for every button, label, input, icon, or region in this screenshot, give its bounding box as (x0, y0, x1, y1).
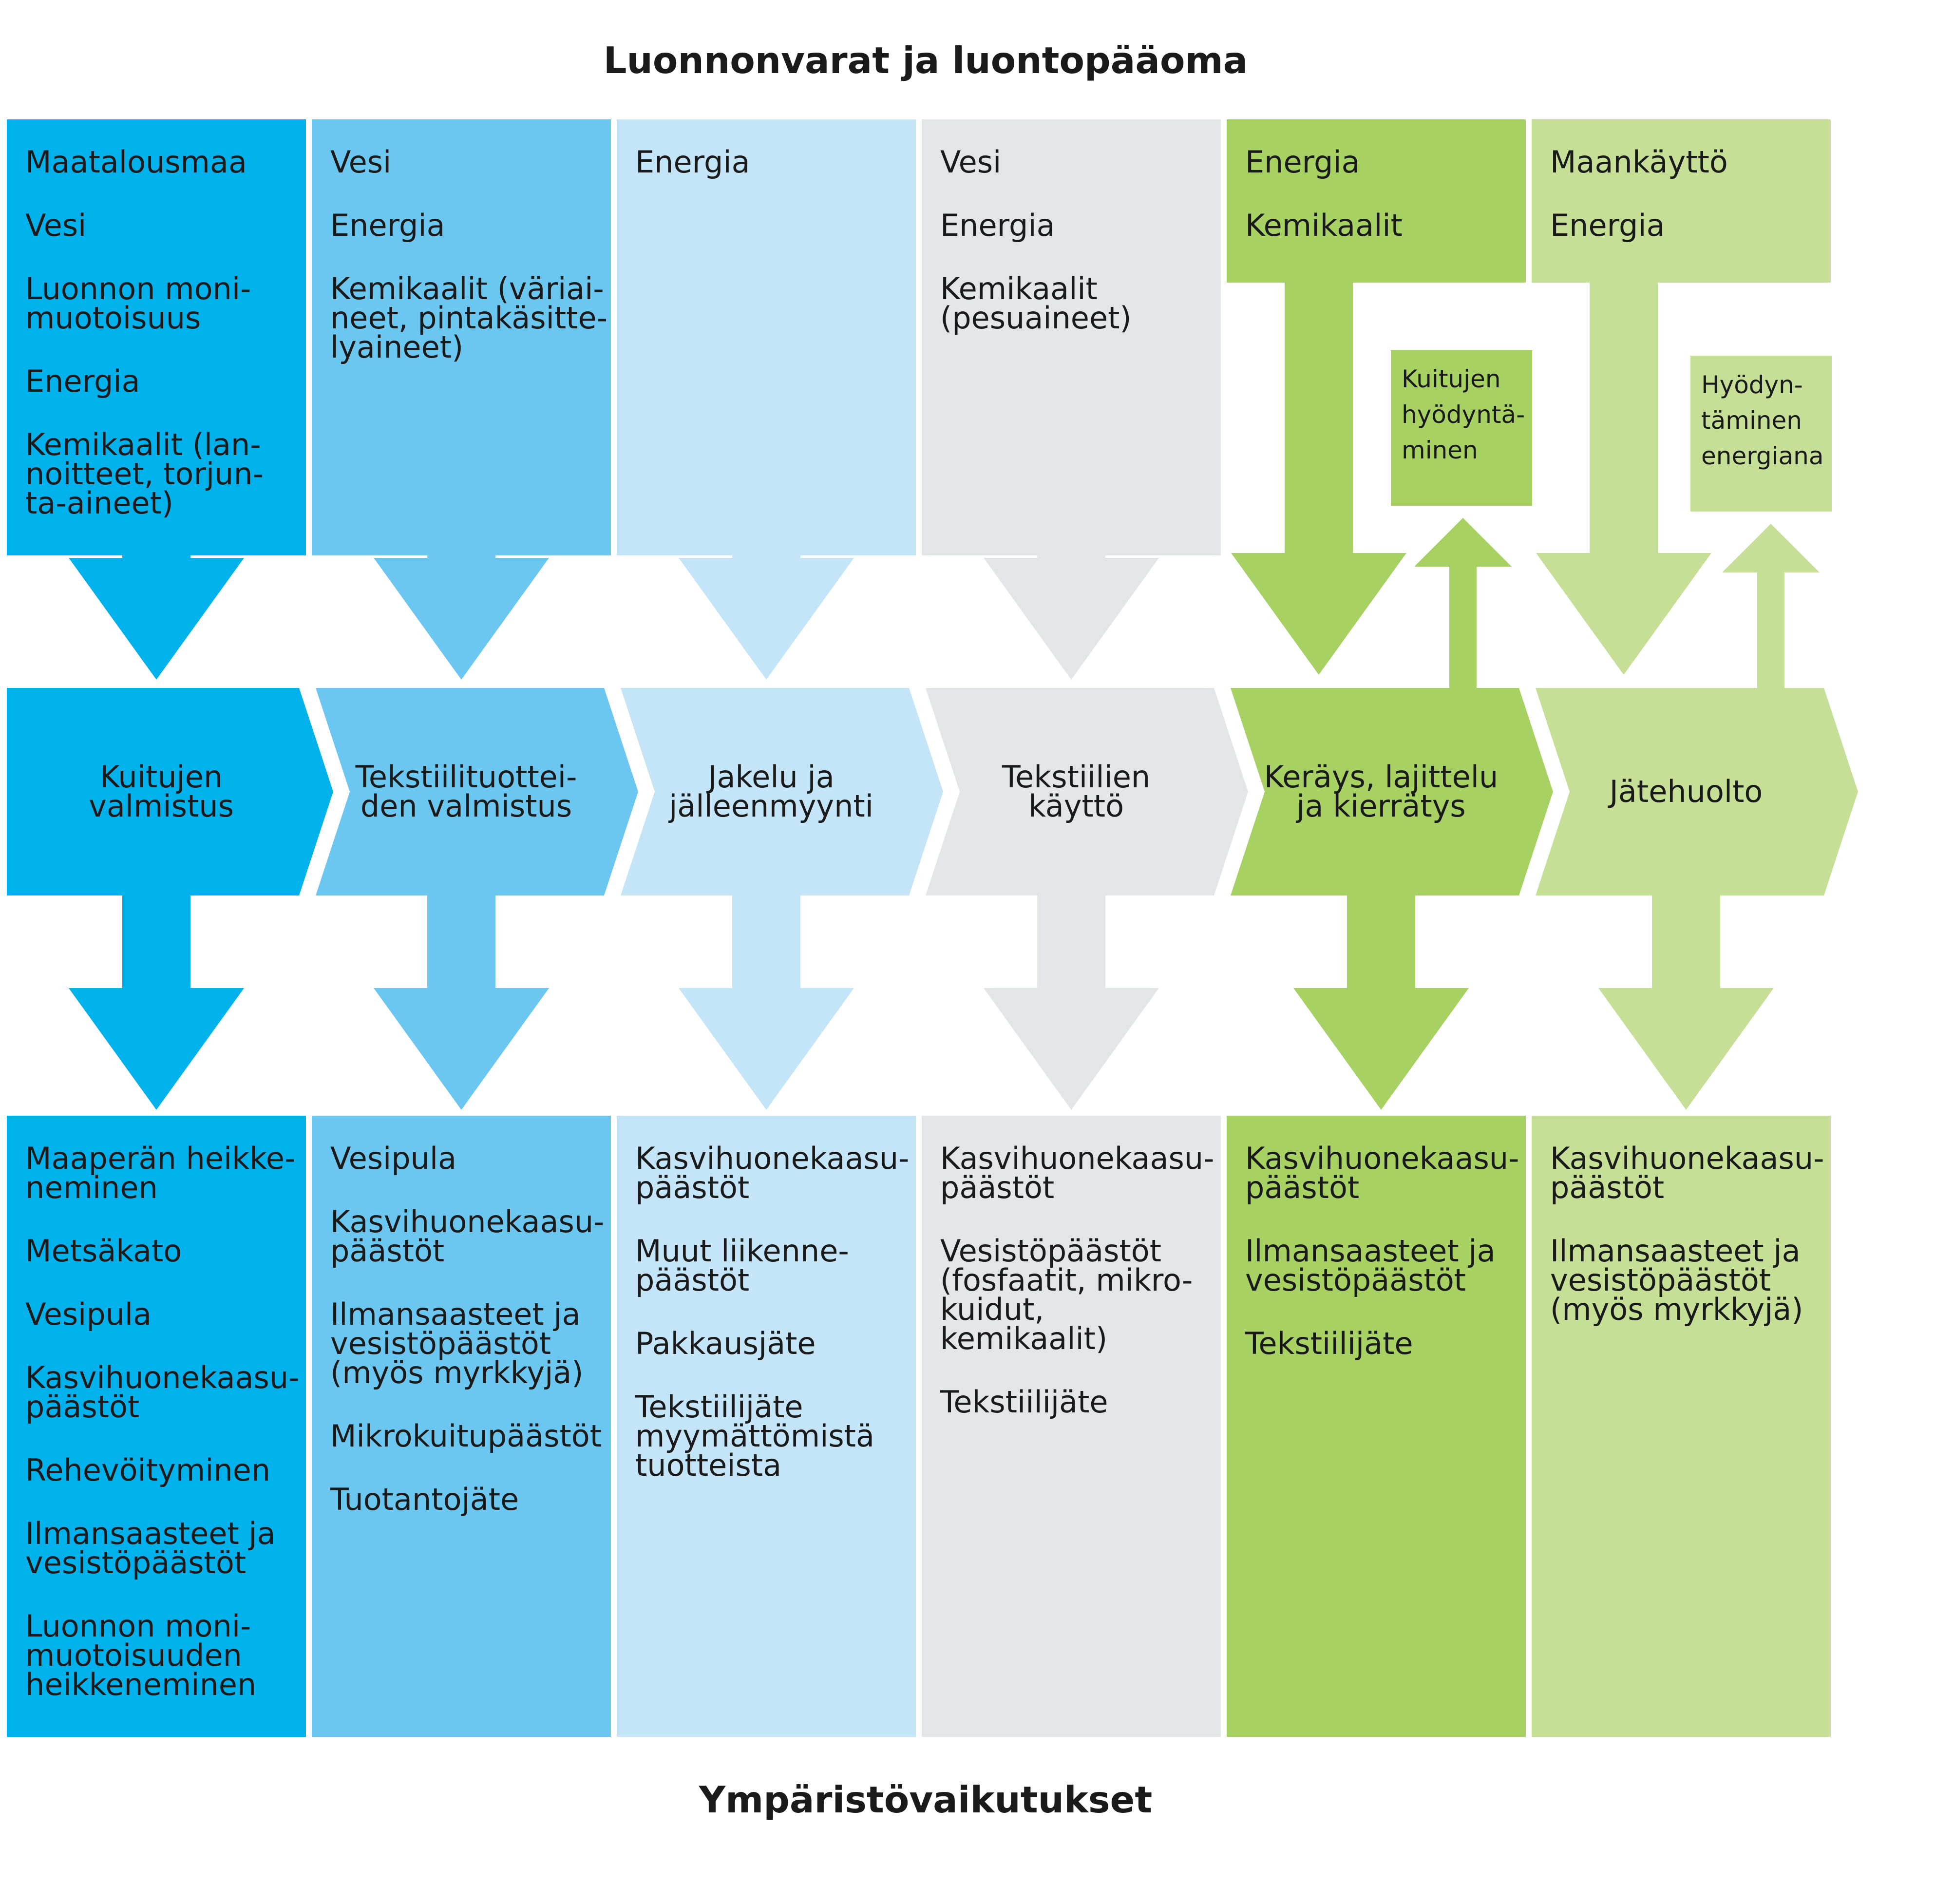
stage-chevron (1231, 688, 1553, 895)
impact-item: Ilmansaasteet ja vesistöpäästöt (25, 1516, 276, 1580)
input-arrow (1231, 280, 1406, 675)
impact-item: Tekstiilijäte (1245, 1326, 1413, 1361)
input-box (922, 119, 1221, 555)
input-arrow (984, 553, 1159, 680)
impact-item: Metsäkato (25, 1233, 182, 1269)
input-item: Vesi (330, 144, 392, 180)
impact-box (1227, 1116, 1526, 1737)
impact-arrow (1598, 893, 1774, 1110)
input-item: Maankäyttö (1550, 144, 1728, 180)
stage-label: Jakelu ja jälleenmyynti (669, 759, 873, 824)
input-item: Kemikaalit (lan- noitteet, torjun- ta-ai… (25, 427, 264, 521)
impact-item: Ilmansaasteet ja vesistöpäästöt (myös my… (1550, 1233, 1803, 1327)
impact-item: Tekstiilijäte (940, 1384, 1108, 1420)
recovery-box (1391, 350, 1532, 506)
input-item: Energia (1550, 208, 1665, 243)
impact-item: Kasvihuonekaasu- päästöt (940, 1141, 1214, 1205)
input-item: Vesi (940, 144, 1002, 180)
stage-label: Keräys, lajittelu ja kierrätys (1264, 759, 1499, 824)
input-item: Kemikaalit (pesuaineet) (940, 271, 1132, 336)
input-item: Energia (940, 208, 1055, 243)
recovery-arrow (1722, 524, 1820, 694)
stage-chevron (621, 688, 943, 895)
impact-item: Ilmansaasteet ja vesistöpäästöt (myös my… (330, 1296, 584, 1390)
stage-label: Tekstiilituottei- den valmistus (355, 759, 577, 824)
input-item: Luonnon moni- muotoisuus (25, 271, 251, 336)
stage-chevron (1536, 688, 1858, 895)
impact-arrow (679, 893, 854, 1110)
impact-item: Vesipula (330, 1141, 457, 1176)
input-arrow (374, 553, 549, 680)
input-box (1532, 119, 1831, 283)
recovery-label: Hyödyn- täminen energiana (1701, 371, 1824, 470)
impact-arrow (69, 893, 244, 1110)
bottom-title: Ympäristövaikutukset (699, 1778, 1153, 1821)
stage-label: Jätehuolto (1609, 774, 1763, 809)
recovery-box-label: Hyödyn- täminen energiana (1690, 356, 1832, 512)
recovery-box-label: Kuitujen hyödyntä- minen (1391, 350, 1532, 506)
impact-item: Ilmansaasteet ja vesistöpäästöt (1245, 1233, 1496, 1298)
impact-box (312, 1116, 611, 1737)
input-item: Energia (330, 208, 445, 243)
impact-item: Kasvihuonekaasu- päästöt (25, 1360, 300, 1425)
impact-item: Kasvihuonekaasu- päästöt (635, 1141, 910, 1205)
input-item: Energia (1245, 144, 1360, 180)
impact-item: Luonnon moni- muotoisuuden heikkeneminen (25, 1608, 257, 1702)
recovery-arrow (1414, 518, 1512, 694)
recovery-box (1690, 356, 1832, 512)
impact-box (922, 1116, 1221, 1737)
impact-item: Vesistöpäästöt (fosfaatit, mikro- kuidut… (940, 1233, 1193, 1356)
input-list: Energia (617, 110, 916, 211)
impact-item: Kasvihuonekaasu- päästöt (1245, 1141, 1519, 1205)
input-item: Kemikaalit (väriai- neet, pintakäsitte- … (330, 271, 607, 365)
recovery-label: Kuitujen hyödyntä- minen (1402, 365, 1525, 464)
input-item: Maatalousmaa (25, 144, 247, 180)
stage-chevron (7, 688, 333, 895)
input-box (7, 119, 306, 555)
impact-box (1532, 1116, 1831, 1737)
stage-chevron (926, 688, 1248, 895)
stage-label: Tekstiilien käyttö (1002, 759, 1151, 824)
impact-item: Pakkausjäte (635, 1326, 816, 1361)
input-box (312, 119, 611, 555)
stage-chevron (316, 688, 638, 895)
input-box (617, 119, 916, 555)
impact-arrow (374, 893, 549, 1110)
input-arrow (1536, 280, 1711, 675)
input-item: Energia (25, 363, 140, 399)
input-arrow (679, 553, 854, 680)
input-item: Energia (635, 144, 750, 180)
impact-item: Kasvihuonekaasu- päästöt (330, 1204, 605, 1269)
input-item: Kemikaalit (1245, 208, 1403, 243)
impact-arrow (984, 893, 1159, 1110)
impact-item: Mikrokuitupäästöt (330, 1418, 602, 1454)
impact-item: Maaperän heikke- neminen (25, 1141, 296, 1205)
input-box (1227, 119, 1526, 283)
top-title: Luonnonvarat ja luontopääoma (603, 39, 1248, 82)
impact-item: Vesipula (25, 1296, 152, 1332)
input-arrow (69, 553, 244, 680)
impact-box (7, 1116, 306, 1737)
impact-box (617, 1116, 916, 1737)
impact-item: Tekstiilijäte myymättömistä tuotteista (635, 1389, 874, 1483)
impact-arrow (1293, 893, 1469, 1110)
impact-item: Kasvihuonekaasu- päästöt (1550, 1141, 1824, 1205)
impact-item: Tuotantojäte (330, 1482, 519, 1517)
input-item: Vesi (25, 208, 87, 243)
stage-label: Kuitujen valmistus (89, 759, 234, 824)
impact-item: Rehevöityminen (25, 1452, 271, 1488)
impact-item: Muut liikenne- päästöt (635, 1233, 849, 1298)
